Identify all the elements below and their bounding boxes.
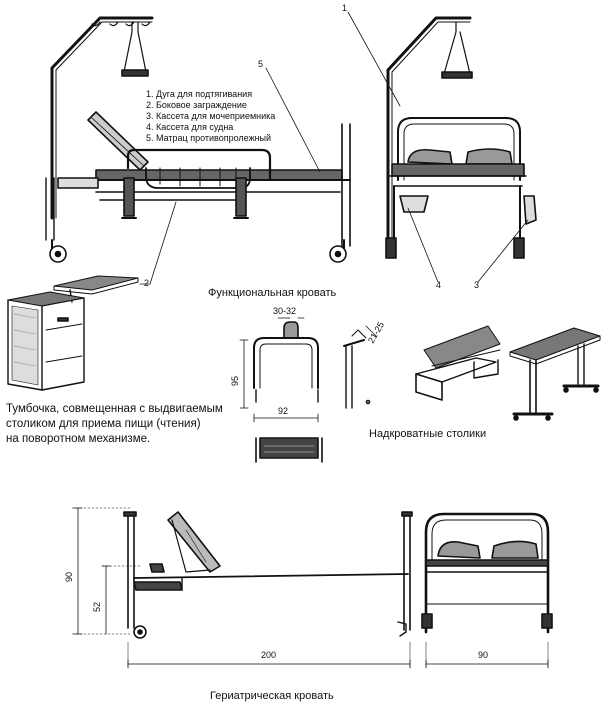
- legend-item: 3. Кассета для мочеприемника: [146, 111, 276, 121]
- dim-table-width: 92: [278, 406, 289, 416]
- nightstand-caption-line: Тумбочка, совмещенная с выдвигаемым: [6, 403, 223, 415]
- callout-1: 1: [342, 3, 348, 13]
- overbed-tables-caption: Надкроватные столики: [369, 428, 487, 440]
- legend-item: 5. Матрац противопролежный: [146, 133, 272, 143]
- callout-4: 4: [436, 280, 442, 290]
- dim-bed-width: 90: [478, 650, 489, 660]
- legend-item: 1. Дуга для подтягивания: [146, 89, 253, 99]
- dim-table-top: 30-32: [273, 306, 297, 316]
- legend-item: 2. Боковое заграждение: [146, 100, 247, 110]
- callout-5: 5: [258, 59, 264, 69]
- nightstand-drawing: [7, 275, 139, 391]
- functional-bed-caption: Функциональная кровать: [208, 287, 337, 299]
- legend-item: 4. Кассета для судна: [146, 122, 234, 132]
- callout-3: 3: [474, 280, 480, 290]
- overbed-table-dimension-views: [239, 317, 377, 463]
- dim-table-height: 95: [230, 375, 240, 386]
- geriatric-bed-end: [421, 512, 553, 669]
- nightstand-caption: Тумбочка, совмещенная с выдвигаемым стол…: [6, 402, 223, 447]
- geriatric-bed-caption: Гериатрическая кровать: [210, 690, 334, 702]
- nightstand-caption-line: на поворотном механизме.: [6, 433, 151, 445]
- nightstand-caption-line: столиком для приема пищи (чтения): [6, 418, 201, 430]
- overbed-tables-drawing: [415, 325, 601, 421]
- callout-2: 2: [144, 278, 150, 288]
- dim-bed-height: 90: [64, 571, 74, 582]
- parts-legend: 1. Дуга для подтягивания 2. Боковое загр…: [146, 89, 275, 144]
- dim-bed-length: 200: [261, 650, 277, 660]
- functional-bed-end: [347, 11, 537, 283]
- dim-bed-deck-height: 52: [92, 601, 102, 612]
- geriatric-bed-side: [71, 507, 413, 669]
- functional-bed-side: [45, 16, 351, 285]
